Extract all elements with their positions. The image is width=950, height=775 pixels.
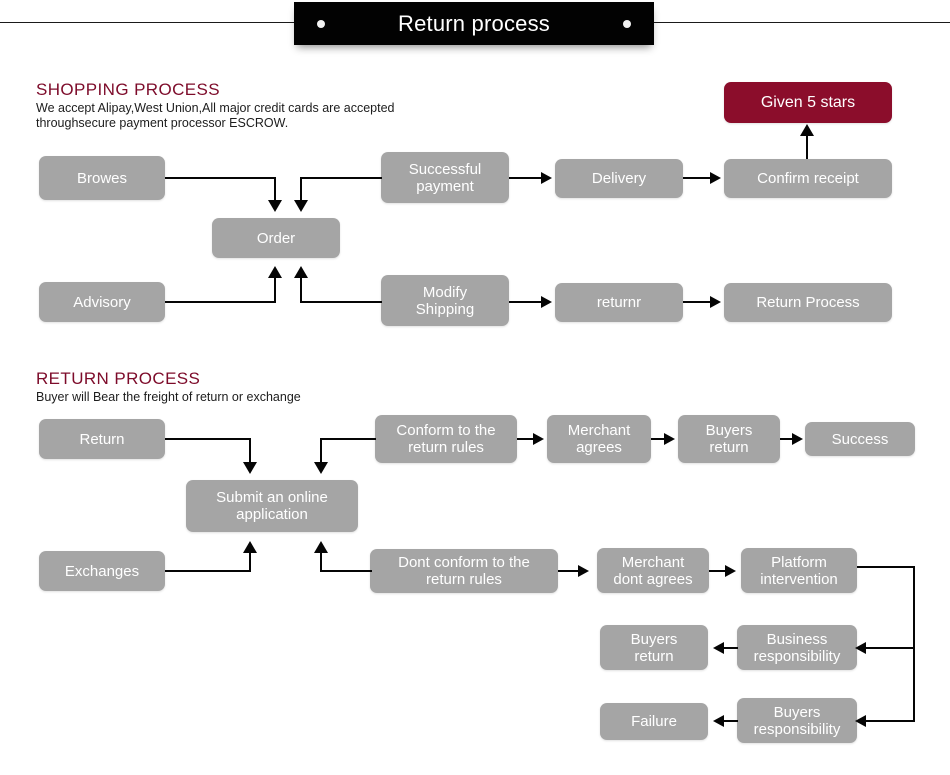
connector-bus-business	[858, 647, 914, 649]
node-return[interactable]: Return	[39, 419, 165, 459]
connector-bus-buyersresp	[858, 720, 914, 722]
connector-modify-returnr	[509, 301, 543, 303]
connector-returnr-returnprocess	[683, 301, 713, 303]
node-modify-shipping[interactable]: Modify Shipping	[381, 275, 509, 326]
node-advisory[interactable]: Advisory	[39, 282, 165, 322]
node-failure[interactable]: Failure	[600, 703, 708, 740]
connector-return-submit-h	[165, 438, 251, 440]
header-banner: Return process	[294, 2, 654, 45]
node-submit-application[interactable]: Submit an online application	[186, 480, 358, 532]
node-exchanges[interactable]: Exchanges	[39, 551, 165, 591]
node-merchant-agrees[interactable]: Merchant agrees	[547, 415, 651, 463]
node-success[interactable]: Success	[805, 422, 915, 456]
node-returnr[interactable]: returnr	[555, 283, 683, 322]
shopping-process-heading: SHOPPING PROCESS	[36, 80, 220, 99]
connector-platform-bus-h	[857, 566, 915, 568]
arrowhead-dontconform-merchantdont	[578, 565, 589, 577]
connector-payment-delivery	[509, 177, 543, 179]
connector-dontconform-submit-v	[320, 551, 322, 572]
banner-dot-right-icon	[623, 20, 631, 28]
arrowhead-buyersreturn-success	[792, 433, 803, 445]
arrowhead-bus-business	[855, 642, 866, 654]
connector-browes-order-v	[274, 177, 276, 204]
node-buyers-return-mid[interactable]: Buyers return	[600, 625, 708, 670]
arrowhead-payment-order	[294, 200, 308, 212]
connector-browes-order-h	[165, 177, 276, 179]
connector-delivery-confirm	[683, 177, 713, 179]
arrowhead-dontconform-submit	[314, 541, 328, 553]
connector-exchanges-submit-v	[249, 551, 251, 572]
connector-dontconform-submit-h	[320, 570, 372, 572]
node-order[interactable]: Order	[212, 218, 340, 258]
banner-dot-left-icon	[317, 20, 325, 28]
arrowhead-returnr-returnprocess	[710, 296, 721, 308]
connector-return-submit-v	[249, 438, 251, 466]
connector-buyersreturn-success	[780, 438, 794, 440]
node-platform-intervention[interactable]: Platform intervention	[741, 548, 857, 593]
connector-conform-merchant	[517, 438, 535, 440]
arrowhead-exchanges-submit	[243, 541, 257, 553]
node-conform-rules[interactable]: Conform to the return rules	[375, 415, 517, 463]
node-browes[interactable]: Browes	[39, 156, 165, 200]
node-buyers-return-top[interactable]: Buyers return	[678, 415, 780, 463]
arrowhead-advisory-order	[268, 266, 282, 278]
connector-exchanges-submit-h	[165, 570, 251, 572]
node-given-5-stars[interactable]: Given 5 stars	[724, 82, 892, 123]
arrowhead-conform-merchant	[533, 433, 544, 445]
connector-conform-submit-h	[320, 438, 376, 440]
node-buyers-responsibility[interactable]: Buyers responsibility	[737, 698, 857, 743]
node-successful-payment[interactable]: Successful payment	[381, 152, 509, 203]
connector-buyersresp-failure	[722, 720, 738, 722]
arrowhead-browes-order	[268, 200, 282, 212]
connector-merchant-buyersreturn	[651, 438, 667, 440]
arrowhead-bus-buyersresp	[855, 715, 866, 727]
node-dont-conform-rules[interactable]: Dont conform to the return rules	[370, 549, 558, 593]
arrowhead-buyersresp-failure	[713, 715, 724, 727]
arrowhead-merchant-buyersreturn	[664, 433, 675, 445]
arrowhead-merchantdont-platform	[725, 565, 736, 577]
arrowhead-business-buyersreturn	[713, 642, 724, 654]
connector-dontconform-merchantdont	[558, 570, 580, 572]
connector-confirm-stars	[806, 126, 808, 159]
connector-payment-order-h	[300, 177, 382, 179]
return-process-subtext: Buyer will Bear the freight of return or…	[36, 390, 301, 404]
arrowhead-payment-delivery	[541, 172, 552, 184]
arrowhead-conform-submit	[314, 462, 328, 474]
node-merchant-dont-agrees[interactable]: Merchant dont agrees	[597, 548, 709, 593]
arrowhead-modify-returnr	[541, 296, 552, 308]
arrowhead-delivery-confirm	[710, 172, 721, 184]
shopping-process-subtext: We accept Alipay,West Union,All major cr…	[36, 101, 395, 130]
connector-business-buyersreturn	[722, 647, 738, 649]
arrowhead-modify-order	[294, 266, 308, 278]
header-rule-left	[0, 22, 300, 23]
connector-platform-bus-v	[913, 566, 915, 722]
header-rule-right	[650, 22, 950, 23]
connector-modify-order-v	[300, 276, 302, 303]
connector-advisory-order-v	[274, 276, 276, 303]
connector-payment-order-v	[300, 177, 302, 204]
page-title: Return process	[398, 11, 550, 36]
return-process-heading: RETURN PROCESS	[36, 369, 201, 388]
node-delivery[interactable]: Delivery	[555, 159, 683, 198]
node-confirm-receipt[interactable]: Confirm receipt	[724, 159, 892, 198]
connector-conform-submit-v	[320, 438, 322, 466]
connector-modify-order-h	[300, 301, 382, 303]
arrowhead-confirm-stars	[800, 124, 814, 136]
node-business-responsibility[interactable]: Business responsibility	[737, 625, 857, 670]
node-return-process[interactable]: Return Process	[724, 283, 892, 322]
arrowhead-return-submit	[243, 462, 257, 474]
connector-merchantdont-platform	[709, 570, 727, 572]
connector-advisory-order-h	[165, 301, 276, 303]
